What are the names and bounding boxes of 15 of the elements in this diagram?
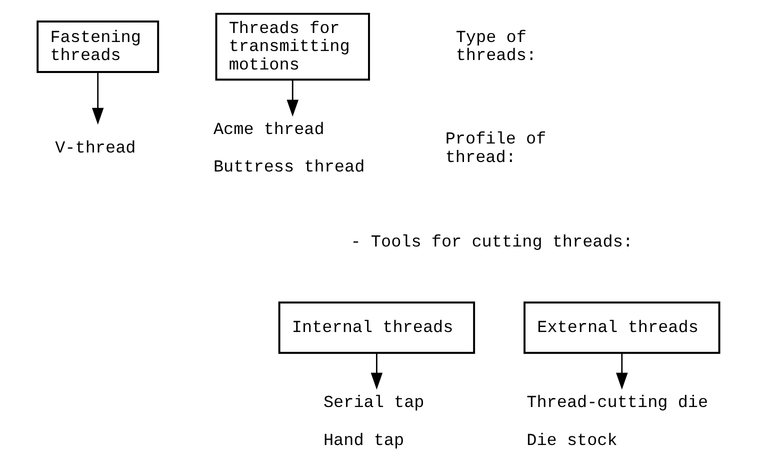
arrow — [286, 80, 299, 117]
node-text: Acme thread Buttress thread — [213, 120, 365, 178]
node-text: Serial tap Hand tap — [323, 394, 424, 451]
label: Profile of thread: — [445, 130, 546, 168]
label: - Tools for cutting threads: — [350, 234, 634, 253]
node-box: Fastening threads — [36, 20, 160, 73]
node-box: Threads for transmitting motions — [215, 12, 370, 81]
arrow — [370, 353, 383, 390]
label: Type of threads: — [456, 28, 537, 66]
arrow — [92, 72, 104, 125]
node-box: External threads — [524, 301, 720, 354]
node-text: V-thread — [55, 140, 136, 159]
arrow — [616, 353, 628, 390]
node-box: Internal threads — [278, 301, 476, 354]
node-text: Thread-cutting die Die stock — [526, 394, 708, 451]
